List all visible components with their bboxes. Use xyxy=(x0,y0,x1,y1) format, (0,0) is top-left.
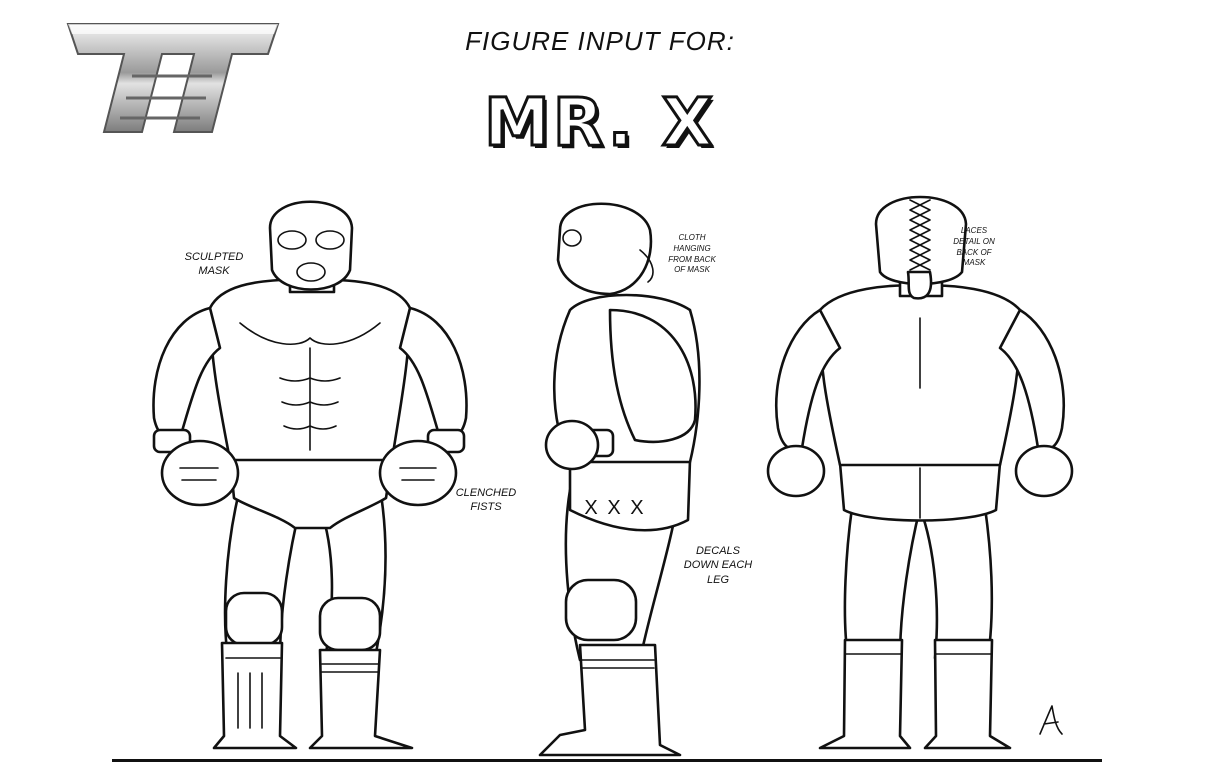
side-mask-head xyxy=(556,202,653,296)
front-mask-mouth xyxy=(296,262,326,282)
side-trunks xyxy=(568,458,692,532)
side-mask-cloth xyxy=(639,249,654,283)
side-fist xyxy=(544,419,600,471)
front-left-arm xyxy=(152,306,222,442)
note-laces: LACES DETAIL ON BACK OF MASK xyxy=(953,226,995,268)
note-decals: DECALS DOWN EACH LEG xyxy=(683,545,753,586)
front-mask-eye-left xyxy=(277,230,307,250)
artist-signature xyxy=(1039,705,1063,735)
note-cloth-hanging: CLOTH HANGING FROM BACK OF MASK xyxy=(668,233,716,275)
front-mask-eye-right xyxy=(315,230,345,250)
side-mask-eye xyxy=(562,229,582,247)
sheet-heading: FIGURE INPUT FOR: xyxy=(465,26,735,56)
front-left-fist xyxy=(160,439,240,507)
trt-logo xyxy=(66,23,280,133)
figure-name: MR. X xyxy=(483,83,716,163)
back-mask-tail xyxy=(906,270,933,300)
front-right-arm xyxy=(398,306,468,442)
note-sculpted-mask: SCULPTED MASK xyxy=(184,251,244,278)
side-kneepad xyxy=(564,578,638,642)
front-right-boot xyxy=(308,648,414,750)
front-right-fist xyxy=(378,439,458,507)
side-arm xyxy=(608,308,697,444)
front-mask-head xyxy=(268,200,354,291)
back-view-figure xyxy=(766,195,1074,750)
back-left-boot xyxy=(818,638,912,750)
note-clenched-fists: CLENCHED FISTS xyxy=(455,487,517,514)
front-right-kneepad xyxy=(318,596,382,652)
front-view-figure xyxy=(152,200,468,750)
front-left-boot xyxy=(212,641,298,750)
back-right-boot xyxy=(923,638,1012,750)
front-left-kneepad xyxy=(224,591,284,647)
back-mask-head xyxy=(874,195,968,286)
back-left-fist xyxy=(766,444,826,498)
side-boot xyxy=(538,643,682,757)
leg-decal-marks: X X X xyxy=(584,497,646,519)
side-view-figure xyxy=(538,202,701,757)
front-trunks xyxy=(228,456,394,530)
back-right-fist xyxy=(1014,444,1074,498)
ground-line xyxy=(112,759,1102,762)
